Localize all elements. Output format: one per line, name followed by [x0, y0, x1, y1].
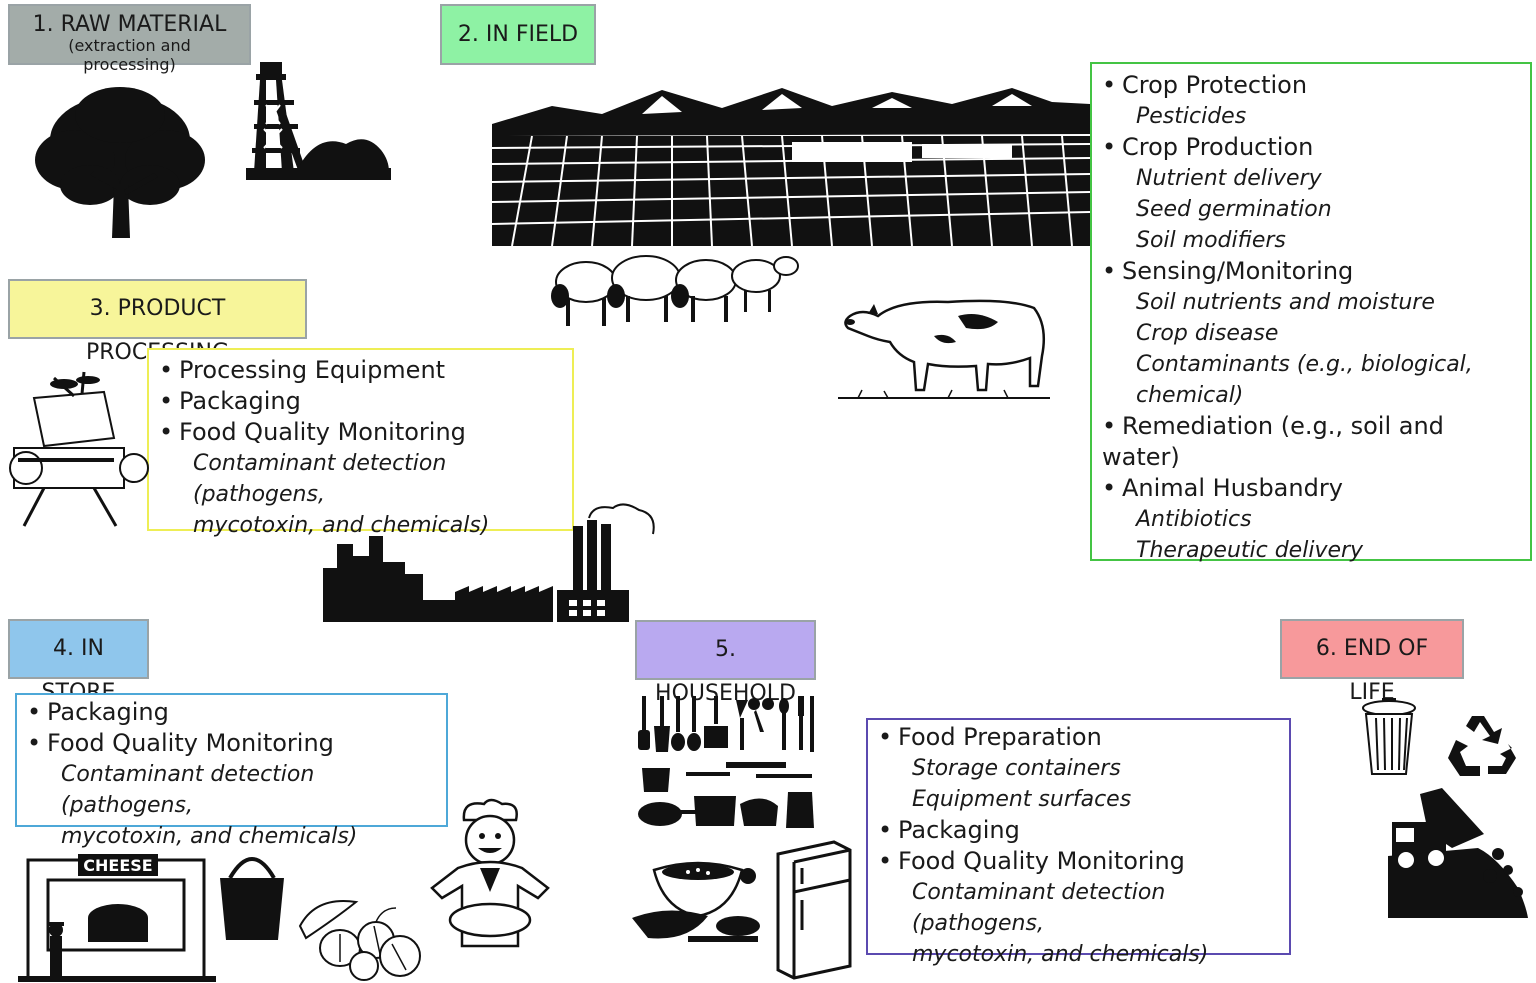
recycle-icon: [1448, 716, 1516, 776]
household-monitoring: Food Quality Monitoring: [878, 846, 1279, 877]
field-item: Soil nutrients and moisture: [1136, 290, 1435, 315]
household-item: Storage containers: [912, 756, 1121, 781]
processing-item: mycotoxin, and chemicals): [193, 513, 490, 538]
household-item: Equipment surfaces: [912, 787, 1132, 812]
chef-icon: [430, 798, 550, 948]
store-monitoring: Food Quality Monitoring: [27, 728, 436, 759]
stage-product-processing: 3. PRODUCT PROCESSING: [8, 279, 307, 365]
store-item: mycotoxin, and chemicals): [61, 824, 358, 849]
cheese-shop-sign: CHEESE: [83, 856, 152, 875]
processing-monitoring: Food Quality Monitoring: [159, 417, 562, 448]
household-item: mycotoxin, and chemicals): [912, 942, 1209, 967]
in-field-box: Crop Protection Pesticides Crop Producti…: [1090, 62, 1532, 563]
household-packaging: Packaging: [878, 815, 1279, 846]
farmland-illustration: [491, 88, 1091, 247]
stage-raw-material: 1. RAW MATERIAL (extraction and processi…: [8, 4, 251, 73]
mine-headframe-icon: [246, 62, 391, 180]
field-item: Pesticides: [1136, 104, 1247, 129]
field-item: Soil modifiers: [1136, 228, 1286, 253]
processing-equipment: Processing Equipment: [159, 355, 562, 386]
field-item: Therapeutic delivery: [1136, 538, 1364, 563]
field-remediation: Remediation (e.g., soil and water): [1102, 411, 1520, 473]
food-processing-machine-icon: [9, 371, 149, 527]
stage-in-field: 2. IN FIELD: [440, 4, 596, 65]
field-item: chemical): [1136, 383, 1244, 408]
in-store-box: Packaging Food Quality Monitoring Contam…: [15, 693, 448, 849]
dump-truck-landfill-icon: [1388, 788, 1528, 918]
factory-skyline-icon: [323, 503, 655, 622]
field-crop-production: Crop Production: [1102, 132, 1520, 163]
field-item: Antibiotics: [1136, 507, 1252, 532]
stage-household: 5. HOUSEHOLD: [635, 620, 816, 706]
vegetables-icon: [298, 900, 421, 981]
store-packaging: Packaging: [27, 697, 436, 728]
cheese-shop-icon: CHEESE: [18, 854, 216, 982]
field-item: Nutrient delivery: [1136, 166, 1322, 191]
field-crop-protection: Crop Protection: [1102, 70, 1520, 101]
field-item: Seed germination: [1136, 197, 1332, 222]
mixing-bowls-icon: [632, 861, 760, 942]
product-processing-box: Processing Equipment Packaging Food Qual…: [147, 348, 574, 538]
household-preparation: Food Preparation: [878, 722, 1279, 753]
stage-raw-material-title: 1. RAW MATERIAL: [32, 12, 227, 37]
stage-raw-material-subtitle: (extraction and processing): [68, 36, 191, 74]
household-box: Food Preparation Storage containers Equi…: [866, 718, 1291, 967]
shopping-basket-icon: [220, 857, 284, 940]
store-item: Contaminant detection (pathogens,: [61, 762, 315, 818]
household-item: Contaminant detection (pathogens,: [912, 880, 1166, 936]
stage-end-of-life: 6. END OF LIFE: [1280, 619, 1464, 705]
stage-in-store: 4. IN STORE: [8, 619, 149, 705]
sheep-flock-icon: [551, 255, 799, 326]
field-sensing: Sensing/Monitoring: [1102, 256, 1520, 287]
trash-can-icon: [1362, 698, 1416, 775]
field-animal-husbandry: Animal Husbandry: [1102, 473, 1520, 504]
processing-item: Contaminant detection (pathogens,: [193, 451, 447, 507]
cow-icon: [838, 299, 1050, 399]
stage-in-field-title: 2. IN FIELD: [457, 22, 579, 47]
cookware-icon: [638, 762, 814, 828]
processing-packaging: Packaging: [159, 386, 562, 417]
field-item: Crop disease: [1136, 321, 1279, 346]
kitchen-utensils-icon: [638, 696, 814, 752]
stage-end-of-life-title: 6. END OF LIFE: [1315, 636, 1429, 705]
refrigerator-icon: [776, 840, 852, 980]
tree-icon: [35, 87, 205, 238]
field-item: Contaminants (e.g., biological,: [1136, 352, 1473, 377]
